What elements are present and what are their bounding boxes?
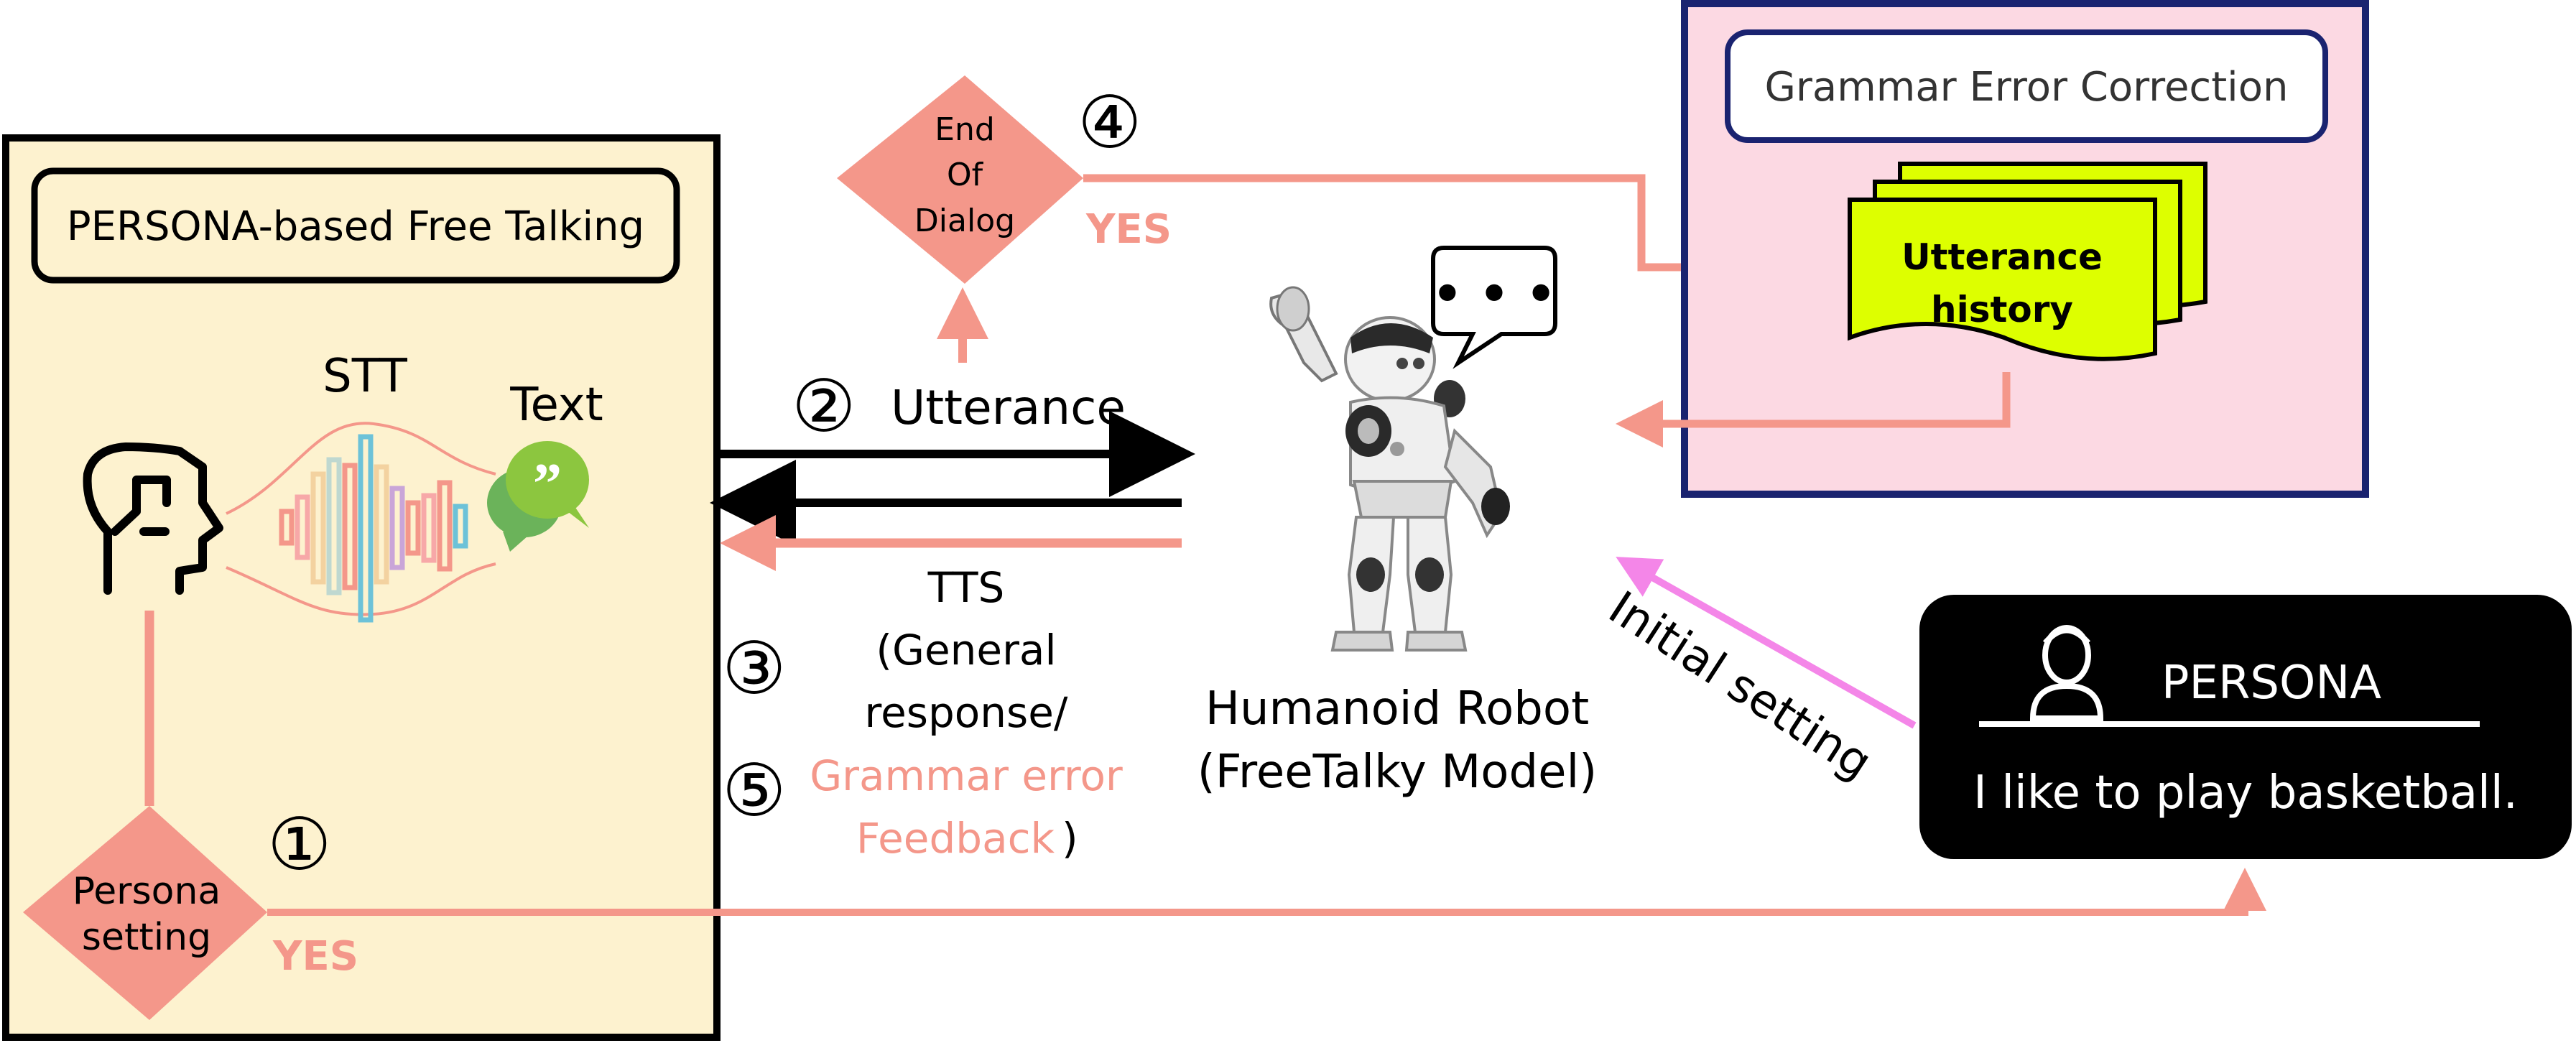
text-label: Text (509, 379, 603, 432)
end-of-dialog-line-1: End (935, 111, 995, 148)
persona-card-title: PERSONA (2162, 657, 2381, 710)
step-5-marker: ⑤ (722, 748, 787, 833)
utterance-history-document (1848, 162, 2207, 361)
robot-speech-bubble (1431, 246, 1557, 369)
svg-text:• • •: • • • (1432, 266, 1557, 322)
grammar-error-label: Grammar error (810, 751, 1123, 800)
step-4-marker: ④ (1078, 80, 1142, 164)
persona-to-card-arrow (267, 868, 2266, 916)
gec-title: Grammar Error Correction (1765, 64, 2289, 111)
persona-setting-label-1: Persona (73, 870, 221, 913)
left-panel-title-box (31, 167, 680, 284)
svg-text:”: ” (533, 453, 562, 516)
persona-yes-label: YES (272, 933, 358, 980)
history-to-robot-arrow (1616, 372, 2011, 448)
utterance-history-line-2: history (1931, 289, 2073, 330)
end-of-dialog-line-3: Dialog (914, 203, 1015, 239)
robot-label-line-1: Humanoid Robot (1205, 682, 1589, 736)
end-yes-label: YES (1085, 206, 1172, 253)
sound-wave-icon (279, 434, 468, 623)
wave-envelope-bottom (226, 562, 496, 616)
gec-title-box (1725, 29, 2328, 143)
persona-setting-diamond (23, 806, 267, 1020)
step-1-marker: ① (267, 802, 332, 886)
wave-envelope-top (226, 422, 496, 515)
person-avatar-icon (2029, 625, 2104, 721)
initial-setting-arrow (1616, 557, 1917, 729)
tts-label: TTS (927, 563, 1005, 612)
step-2-marker: ② (792, 364, 856, 448)
stt-label: STT (323, 350, 408, 403)
left-panel-title: PERSONA-based Free Talking (67, 203, 644, 250)
feedback-close-paren: ) (1062, 814, 1078, 863)
persona-setting-label-2: setting (82, 916, 211, 959)
end-of-dialog-line-2: Of (947, 157, 984, 193)
persona-card-text: I like to play basketball. (1973, 766, 2518, 820)
utterance-label: Utterance (891, 380, 1126, 435)
quote-bubble-icon: ” (487, 441, 589, 552)
step-3-marker: ③ (722, 626, 787, 710)
head-profile-icon (83, 442, 223, 595)
tts-general-label: (General (876, 626, 1056, 675)
utterance-history-line-1: Utterance (1901, 236, 2103, 278)
humanoid-robot-image: • • • (1269, 246, 1557, 652)
end-of-dialog-diamond (837, 75, 1083, 284)
tts-response-label: response/ (865, 688, 1068, 737)
feedback-label: Feedback (856, 814, 1055, 863)
robot-label-line-2: (FreeTalky Model) (1197, 746, 1597, 799)
